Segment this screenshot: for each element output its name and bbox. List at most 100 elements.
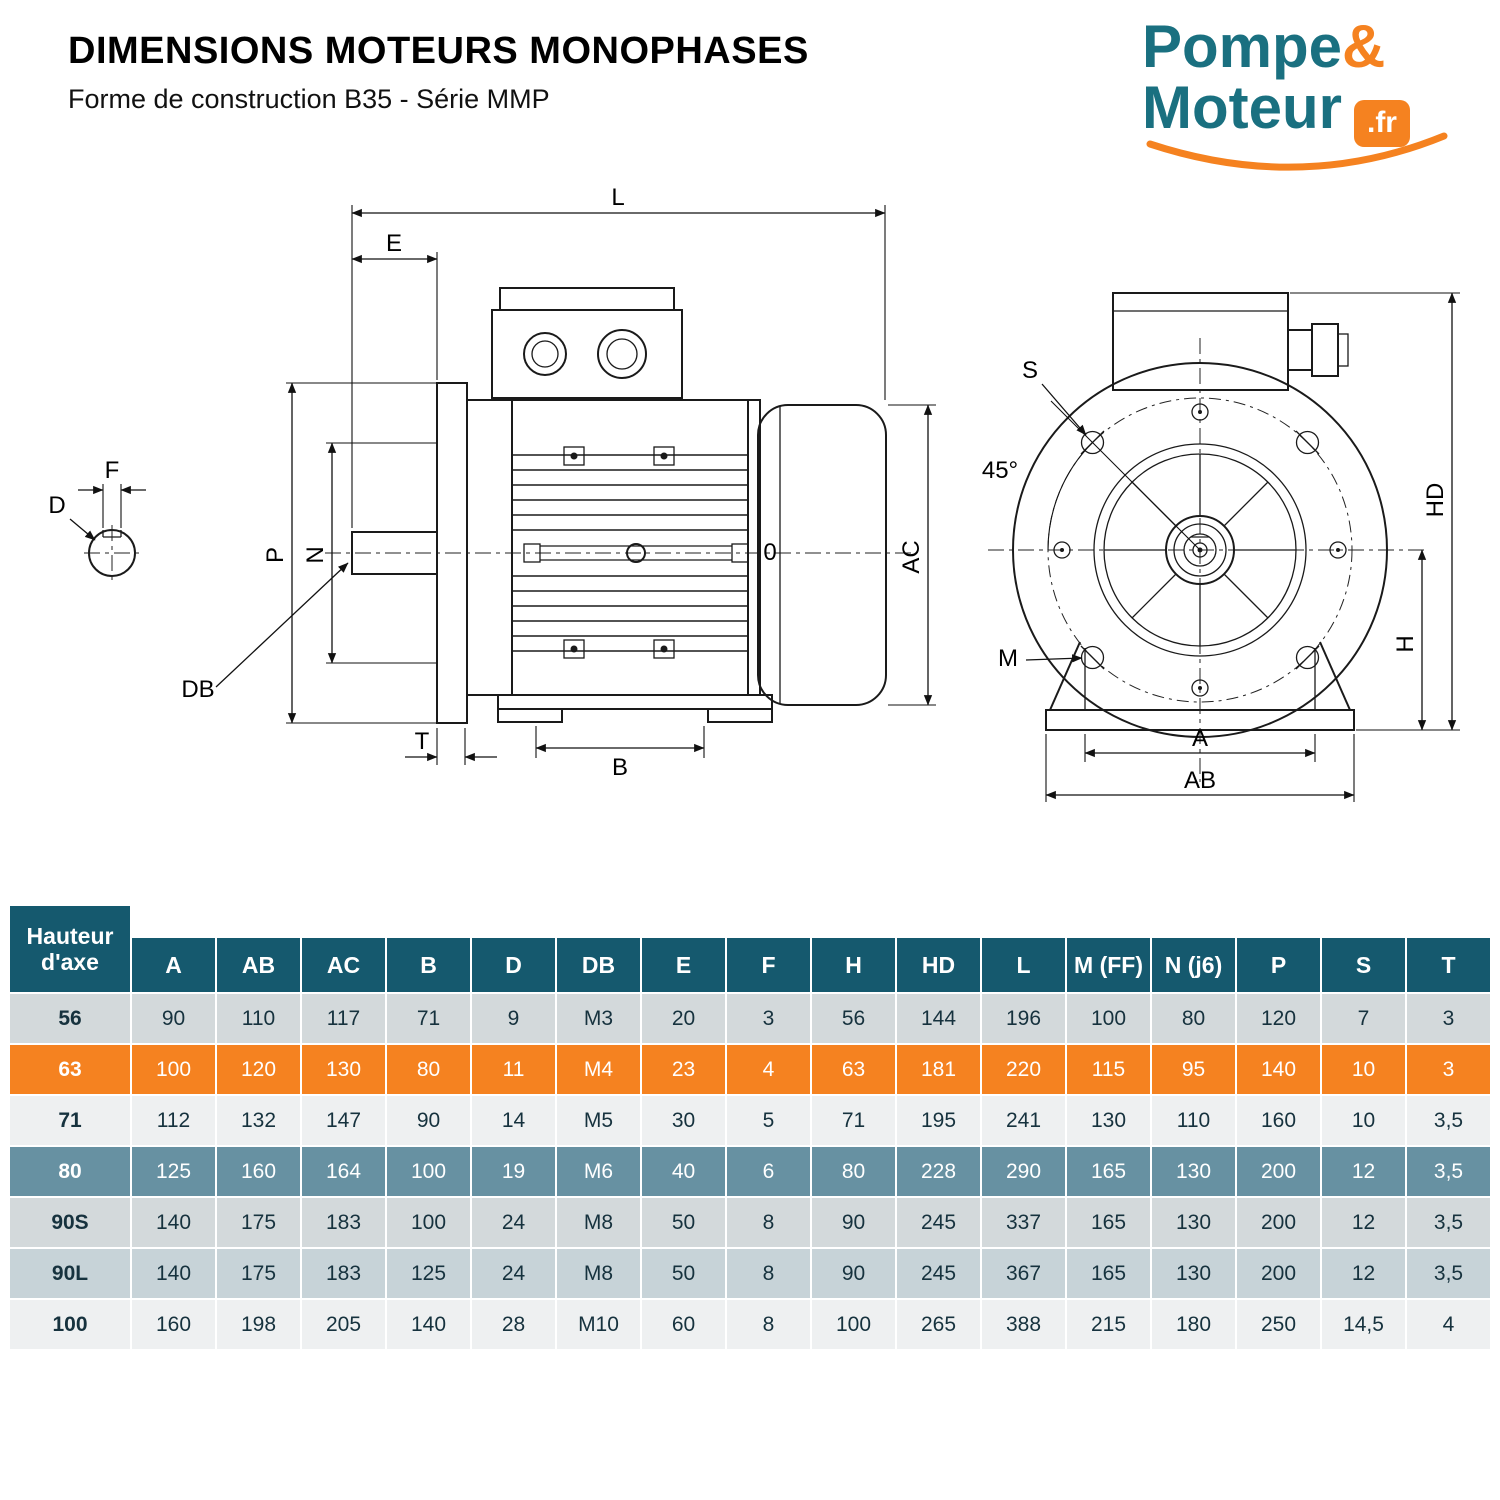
cell-90s-ac: 183 bbox=[302, 1198, 385, 1247]
column-header-h: H bbox=[812, 938, 895, 992]
cell-71-ac: 147 bbox=[302, 1096, 385, 1145]
logo-word-pompe: Pompe bbox=[1142, 13, 1343, 80]
dim-label-A: A bbox=[1192, 725, 1208, 752]
column-header-a: A bbox=[132, 938, 215, 992]
cell-100-s: 14,5 bbox=[1322, 1300, 1405, 1349]
row-header-56: 56 bbox=[10, 994, 130, 1043]
cable-gland bbox=[1287, 329, 1313, 371]
dim-label-M: M bbox=[998, 645, 1018, 672]
cell-100-l: 388 bbox=[982, 1300, 1065, 1349]
column-header-m: M (FF) bbox=[1067, 938, 1150, 992]
cell-56-h: 56 bbox=[812, 994, 895, 1043]
cell-90s-p: 200 bbox=[1237, 1198, 1320, 1247]
cell-90s-e: 50 bbox=[642, 1198, 725, 1247]
row-header-90s: 90S bbox=[10, 1198, 130, 1247]
cell-80-a: 125 bbox=[132, 1147, 215, 1196]
column-header-f: F bbox=[727, 938, 810, 992]
column-header-e: E bbox=[642, 938, 725, 992]
cell-63-ab: 120 bbox=[217, 1045, 300, 1094]
cell-90l-hd: 245 bbox=[897, 1249, 980, 1298]
cell-80-b: 100 bbox=[387, 1147, 470, 1196]
logo-fr-badge: .fr bbox=[1353, 100, 1410, 148]
cell-80-l: 290 bbox=[982, 1147, 1065, 1196]
cell-90s-h: 90 bbox=[812, 1198, 895, 1247]
cell-90l-l: 367 bbox=[982, 1249, 1065, 1298]
cell-56-e: 20 bbox=[642, 994, 725, 1043]
column-header-p: P bbox=[1237, 938, 1320, 992]
cell-100-b: 140 bbox=[387, 1300, 470, 1349]
cell-100-h: 100 bbox=[812, 1300, 895, 1349]
cell-80-m: 165 bbox=[1067, 1147, 1150, 1196]
dim-label-S: S bbox=[1022, 357, 1038, 384]
cell-63-h: 63 bbox=[812, 1045, 895, 1094]
cell-71-m: 130 bbox=[1067, 1096, 1150, 1145]
dim-label-N: N bbox=[302, 546, 329, 563]
cell-80-s: 12 bbox=[1322, 1147, 1405, 1196]
cell-56-ac: 117 bbox=[302, 994, 385, 1043]
cell-71-n: 110 bbox=[1152, 1096, 1235, 1145]
cell-80-d: 19 bbox=[472, 1147, 555, 1196]
column-header-b: B bbox=[387, 938, 470, 992]
cell-90s-d: 24 bbox=[472, 1198, 555, 1247]
row-header-80: 80 bbox=[10, 1147, 130, 1196]
logo-ampersand: & bbox=[1342, 13, 1386, 80]
cell-90s-a: 140 bbox=[132, 1198, 215, 1247]
front-dimensions: S 45° M HD H A AB bbox=[982, 292, 1460, 802]
cell-63-t: 3 bbox=[1407, 1045, 1490, 1094]
cell-63-b: 80 bbox=[387, 1045, 470, 1094]
cell-100-ac: 205 bbox=[302, 1300, 385, 1349]
cell-71-e: 30 bbox=[642, 1096, 725, 1145]
column-header-ab: AB bbox=[217, 938, 300, 992]
logo-line2: Moteur.fr bbox=[1142, 77, 1492, 148]
cell-56-a: 90 bbox=[132, 994, 215, 1043]
front-view bbox=[988, 292, 1428, 782]
brand-logo: Pompe& Moteur.fr bbox=[1142, 16, 1492, 171]
row-header-90l: 90L bbox=[10, 1249, 130, 1298]
cell-63-p: 140 bbox=[1237, 1045, 1320, 1094]
dim-label-angle: 45° bbox=[982, 457, 1018, 484]
cell-90l-p: 200 bbox=[1237, 1249, 1320, 1298]
logo-line1: Pompe& bbox=[1142, 16, 1492, 77]
cell-100-p: 250 bbox=[1237, 1300, 1320, 1349]
dim-label-P: P bbox=[262, 547, 289, 563]
cell-71-p: 160 bbox=[1237, 1096, 1320, 1145]
cell-90s-n: 130 bbox=[1152, 1198, 1235, 1247]
cell-90l-f: 8 bbox=[727, 1249, 810, 1298]
side-dimensions: L E P N DB T B AC bbox=[181, 184, 936, 781]
dim-label-B: B bbox=[612, 754, 628, 781]
cell-80-h: 80 bbox=[812, 1147, 895, 1196]
column-header-d: D bbox=[472, 938, 555, 992]
side-view bbox=[325, 287, 915, 724]
cell-63-m: 115 bbox=[1067, 1045, 1150, 1094]
cell-90l-t: 3,5 bbox=[1407, 1249, 1490, 1298]
cell-80-f: 6 bbox=[727, 1147, 810, 1196]
cell-71-t: 3,5 bbox=[1407, 1096, 1490, 1145]
page-title: DIMENSIONS MOTEURS MONOPHASES bbox=[68, 30, 809, 72]
dim-label-AB: AB bbox=[1184, 767, 1216, 794]
shaft-end-detail: F D bbox=[48, 457, 146, 581]
cell-56-t: 3 bbox=[1407, 994, 1490, 1043]
cell-63-e: 23 bbox=[642, 1045, 725, 1094]
cell-90s-t: 3,5 bbox=[1407, 1198, 1490, 1247]
flange-holes bbox=[1053, 403, 1347, 697]
cell-90l-n: 130 bbox=[1152, 1249, 1235, 1298]
cell-80-n: 130 bbox=[1152, 1147, 1235, 1196]
cell-63-s: 10 bbox=[1322, 1045, 1405, 1094]
cell-90l-d: 24 bbox=[472, 1249, 555, 1298]
row-header-100: 100 bbox=[10, 1300, 130, 1349]
dim-label-T: T bbox=[415, 728, 430, 755]
cell-90s-b: 100 bbox=[387, 1198, 470, 1247]
cell-56-hd: 144 bbox=[897, 994, 980, 1043]
column-header-n: N (j6) bbox=[1152, 938, 1235, 992]
column-header-t: T bbox=[1407, 938, 1490, 992]
column-header-db: DB bbox=[557, 938, 640, 992]
cell-71-b: 90 bbox=[387, 1096, 470, 1145]
dim-label-DB: DB bbox=[181, 676, 214, 703]
cell-100-n: 180 bbox=[1152, 1300, 1235, 1349]
cell-63-l: 220 bbox=[982, 1045, 1065, 1094]
cell-90s-s: 12 bbox=[1322, 1198, 1405, 1247]
